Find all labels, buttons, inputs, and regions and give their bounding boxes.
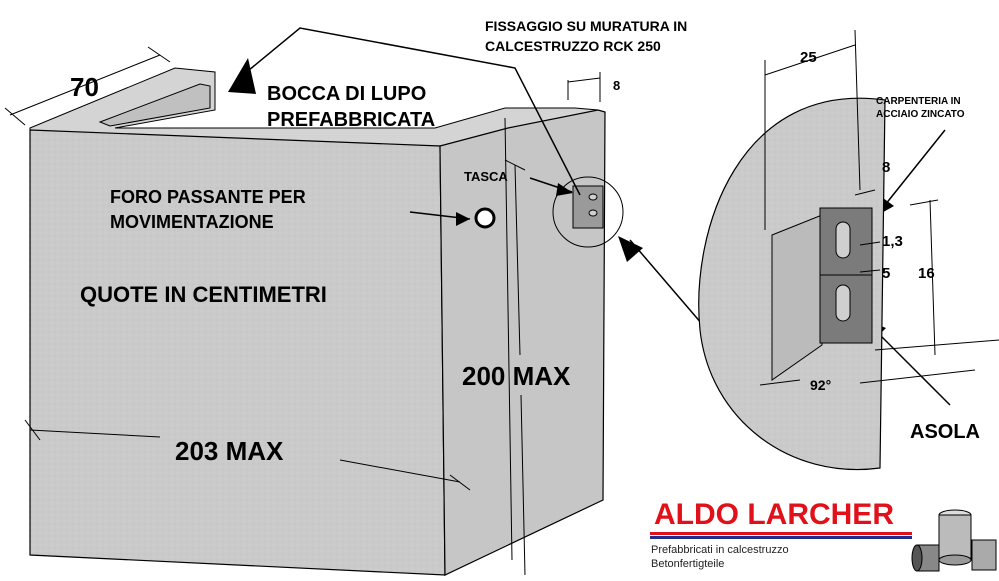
pocket-zoom-circle [552,176,624,248]
arrow-head-foro [456,212,470,226]
dim-plate-height: 16 [918,265,935,282]
light-well-body [29,67,606,576]
pocket-detail [552,176,624,248]
dim-pocket-gap: 8 [613,78,620,93]
logo-bar-red [650,532,912,535]
fixing-note-line2: CALCESTRUZZO RCK 250 [485,38,661,54]
pocket-label: TASCA [464,169,508,184]
dim-width: 203 MAX [175,436,284,466]
logo-tagline-it: Prefabbricati in calcestruzzo [651,544,789,556]
logo-company-name: ALDO LARCHER [654,498,894,531]
through-hole [474,207,496,229]
slot-label: ASOLA [910,421,980,443]
slot-lower [835,284,851,322]
product-name-line2: PREFABBRICATA [267,109,435,131]
slot-upper [835,221,851,259]
manhole-pipe-icon [911,509,997,572]
zoom-recess [771,214,823,381]
arrow-head-zoom [618,236,643,262]
dim-angle: 92° [810,377,831,393]
dimension-lines [4,46,601,576]
dim-hole-size: 1,3 [882,233,903,250]
dim-depth: 70 [70,72,99,102]
corner-edge [504,117,513,561]
fixing-note-line1: FISSAGGIO SU MURATURA IN [485,18,687,34]
logo-bar-blue [650,536,912,539]
dim-plate-width: 8 [882,159,890,176]
hole-note-line2: MOVIMENTAZIONE [110,212,274,232]
hole-note-line1: FORO PASSANTE PER [110,187,306,207]
units-note: QUOTE IN CENTIMETRI [80,282,327,307]
pocket-zoom-detail [698,29,999,470]
dim-height: 200 MAX [462,361,571,391]
company-logo: ALDO LARCHER Prefabbricati in calcestruz… [650,498,997,572]
steel-note-line2: ACCIAIO ZINCATO [876,109,965,120]
steel-note-line1: CARPENTERIA IN [876,96,961,107]
logo-tagline-de: Betonfertigteile [651,558,724,570]
arrow-head-bocca [228,58,256,94]
dim-slot-gap: 5 [882,265,890,282]
inner-channel [98,83,211,127]
arrow-head-tasca [556,183,573,196]
product-name-line1: BOCCA DI LUPO [267,83,426,105]
dim-pocket-depth: 25 [800,49,817,66]
